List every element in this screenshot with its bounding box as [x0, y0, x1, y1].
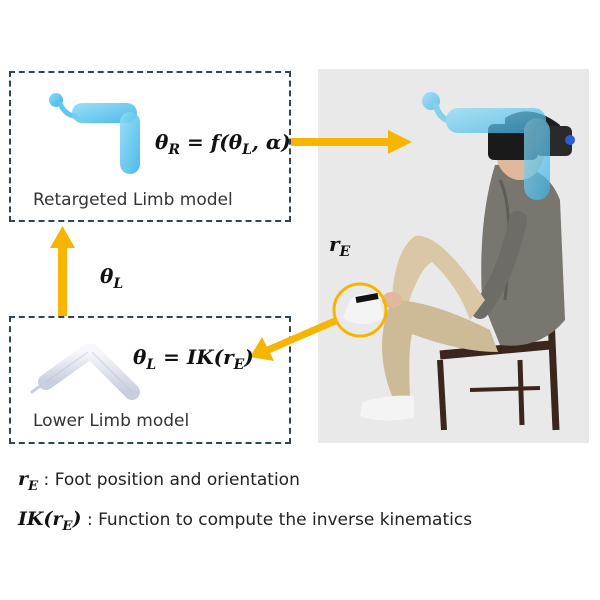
retargeted-limb-overlay-icon [422, 92, 550, 200]
lower-limb-box [9, 316, 291, 444]
lower-limb-label: Lower Limb model [33, 411, 190, 431]
theta-l-label: θL [100, 264, 124, 292]
legend-ik-symbol: IK(rE) [18, 508, 82, 534]
retargeted-limb-box [9, 71, 291, 222]
foot-highlight-circle [332, 282, 388, 338]
legend-r-e: rE : Foot position and orientation [18, 468, 300, 494]
arrow-up-to-retargeted [50, 226, 75, 316]
legend-ik: IK(rE) : Function to compute the inverse… [18, 508, 472, 534]
theta-l-ik-equation: θL = IK(rE) [133, 345, 254, 373]
legend-r-e-symbol: rE [18, 468, 39, 494]
arrow-foot-to-lower [250, 317, 337, 361]
retargeted-limb-label: Retargeted Limb model [33, 190, 233, 210]
legend-ik-text: : Function to compute the inverse kinema… [81, 510, 473, 530]
r-e-label: rE [329, 232, 351, 260]
retargeted-limb-model-icon [49, 93, 140, 174]
lower-limb-model-icon [30, 344, 140, 400]
theta-r-equation: θR = f(θL, α) [155, 130, 291, 158]
legend-r-e-text: : Foot position and orientation [38, 470, 300, 490]
arrow-right-to-person [291, 130, 412, 154]
